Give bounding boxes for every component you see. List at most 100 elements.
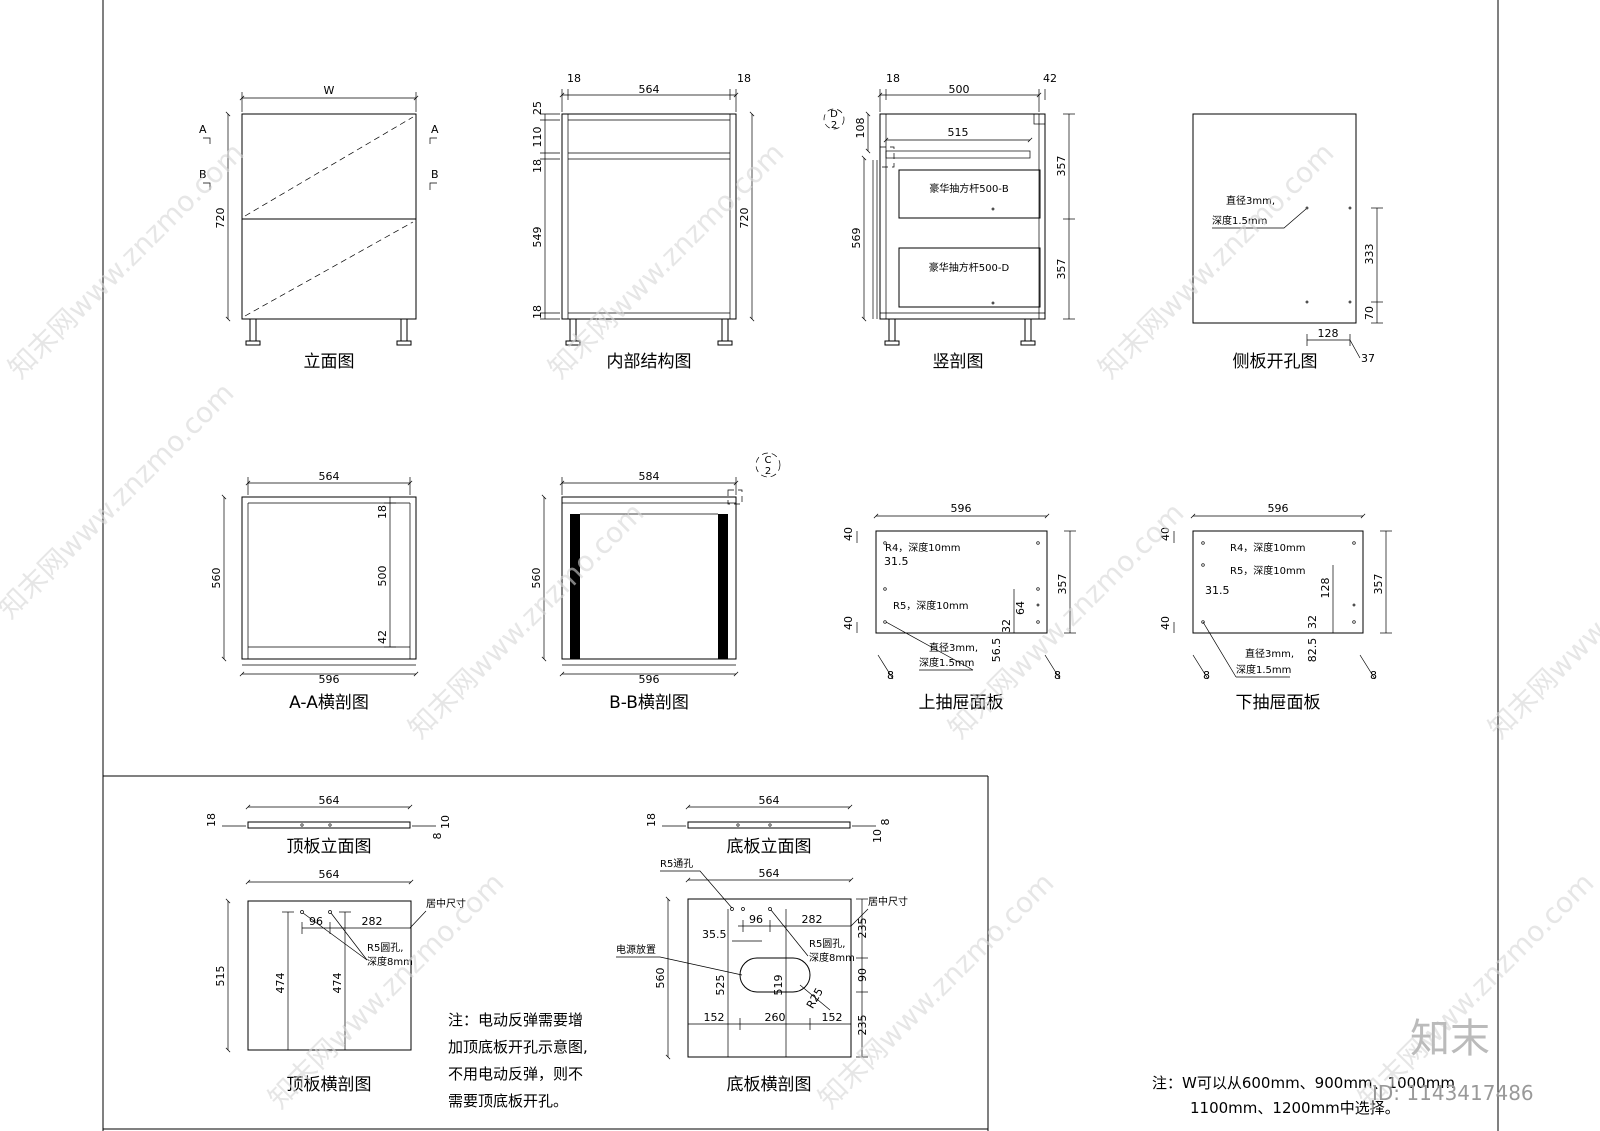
aa-outer-width-dim: 596 [319, 673, 340, 686]
note-electric-line-4: 需要顶底板开孔。 [448, 1092, 568, 1110]
internal-shelf-dim: 18 [531, 159, 544, 173]
top-plan-round-hole-label: R5圆孔, [367, 942, 404, 954]
caption-vsection: 竖剖图 [933, 352, 984, 372]
bottom-plan-slot-height-dim: 90 [856, 968, 869, 982]
upper-r4-label: R4，深度10mm [885, 541, 961, 554]
upper-left-edge-dim: 8 [887, 669, 894, 682]
upper-handle-dim: 64 [1014, 601, 1027, 615]
bottom-plan-width-dim: 564 [759, 867, 780, 880]
detail-mark-c-num: 2 [765, 466, 771, 477]
bottom-elev-hole-depth-dim: 10 [871, 829, 884, 843]
side-hole-bottom-dim: 70 [1363, 306, 1376, 320]
top-elev-thickness-dim: 18 [205, 813, 218, 827]
detail-mark-d: D [830, 109, 838, 120]
elevation-width-dim: W [324, 84, 335, 97]
note-electric-line-3: 不用电动反弹，则不 [448, 1065, 583, 1083]
watermark-id: ID: 1143417486 [1372, 1081, 1534, 1105]
side-hole-edge-dim: 37 [1361, 352, 1375, 365]
top-plan-hole-offset-dim: 282 [362, 915, 383, 928]
lower-handle-dim: 128 [1319, 578, 1332, 599]
bottom-plan-top-margin-dim: 235 [856, 918, 869, 939]
aa-inner-width-dim: 564 [319, 470, 340, 483]
watermark-brand-logo: 知末 [1410, 1016, 1490, 1062]
section-aa-view: 564 560 18 500 42 596 A-A横剖图 [210, 470, 419, 713]
top-panel-elevation-view: 564 18 10 8 顶板立面图 [205, 794, 452, 857]
upper-edge-offset-dim: 31.5 [884, 555, 909, 568]
note-electric-line-1: 注：电动反弹需要增 [448, 1011, 583, 1029]
sheet-frame [102, 0, 1499, 1131]
bottom-plan-depth-dim: 560 [654, 968, 667, 989]
caption-side: 侧板开孔图 [1233, 352, 1318, 372]
caption-top-elev: 顶板立面图 [287, 837, 372, 857]
electric-rebound-note: 注：电动反弹需要增 加顶底板开孔示意图, 不用电动反弹，则不 需要顶底板开孔。 [448, 1011, 588, 1110]
note-width-line-2: 1100mm、1200mm中选择。 [1190, 1099, 1400, 1117]
side-panel-holes-view: 直径3mm, 深度1.5mm 333 70 128 37 侧板开孔图 [1192, 113, 1383, 372]
upper-bottom-hole-dim: 40 [842, 616, 855, 630]
bottom-elev-offset-dim: 8 [879, 819, 892, 826]
aa-depth-dim: 560 [210, 568, 223, 589]
bottom-plan-hole-spacing-dim: 96 [749, 913, 763, 926]
upper-right-edge-dim: 8 [1054, 669, 1061, 682]
lower-edge-offset-dim: 31.5 [1205, 584, 1230, 597]
lower-height-dim: 357 [1372, 574, 1385, 595]
internal-structure-view: 18 564 18 25 110 18 549 18 720 内部结构图 [531, 72, 755, 372]
bottom-plan-hole-offset-dim: 282 [802, 913, 823, 926]
lower-width-dim: 596 [1268, 502, 1289, 515]
upper-width-dim: 596 [951, 502, 972, 515]
lower-hole-diameter-label: 直径3mm, [1245, 647, 1294, 660]
side-hole-diameter-label: 直径3mm, [1226, 194, 1275, 207]
vsection-lower-drawer-dim: 357 [1055, 259, 1068, 280]
lower-handle-offset-dim: 82.5 [1306, 638, 1319, 663]
bottom-plan-bottom-margin-dim: 235 [856, 1015, 869, 1036]
section-mark-b-left: B [199, 168, 207, 181]
section-mark-a-left: A [199, 123, 207, 136]
watermark-text: 知末网www.znzmo.com [2, 136, 251, 385]
top-elev-hole-depth-dim: 10 [439, 815, 452, 829]
top-elev-offset-dim: 8 [431, 833, 444, 840]
top-plan-center-label: 居中尺寸 [426, 897, 466, 910]
caption-bottom-elev: 底板立面图 [727, 837, 812, 857]
watermark-text: 知末网www.znzmo.com [812, 866, 1061, 1115]
top-plan-hole-depth-a-dim: 474 [274, 973, 287, 994]
upper-hole-diameter-label: 直径3mm, [929, 641, 978, 654]
bottom-plan-hole-depth-b-dim: 519 [772, 975, 785, 996]
lower-left-edge-dim: 8 [1203, 669, 1210, 682]
vsection-front-dim: 18 [886, 72, 900, 85]
note-electric-line-2: 加顶底板开孔示意图, [448, 1038, 588, 1056]
bb-depth-dim: 560 [530, 568, 543, 589]
vsection-upper-drawer-dim: 357 [1055, 156, 1068, 177]
drawer-rail-d-label: 豪华抽方杆500-D [929, 261, 1010, 274]
top-plan-width-dim: 564 [319, 868, 340, 881]
watermark-text: 知末网www.znzmo.com [1482, 496, 1600, 745]
bottom-plan-through-hole-label: R5通孔 [660, 858, 693, 870]
section-mark-a-right: A [431, 123, 439, 136]
aa-front-dim: 18 [376, 505, 389, 519]
lower-right-edge-dim: 8 [1370, 669, 1377, 682]
internal-top-gap-dim: 110 [531, 127, 544, 148]
top-plan-hole-depth-b-dim: 474 [331, 973, 344, 994]
caption-top-plan: 顶板横剖图 [287, 1075, 372, 1095]
caption-bb: B-B横剖图 [609, 693, 689, 713]
top-elev-width-dim: 564 [319, 794, 340, 807]
upper-height-dim: 357 [1056, 574, 1069, 595]
side-hole-depth-label: 深度1.5mm [1212, 214, 1267, 227]
elevation-height-dim: 720 [214, 208, 227, 229]
vsection-shelf-depth-dim: 515 [948, 126, 969, 139]
bottom-elev-width-dim: 564 [759, 794, 780, 807]
section-mark-b-right: B [431, 168, 439, 181]
lower-r5-label: R5，深度10mm [1230, 564, 1306, 577]
lower-hole-depth-label: 深度1.5mm [1236, 663, 1291, 676]
upper-handle-spacing-dim: 32 [1000, 619, 1013, 633]
lower-bottom-hole-dim: 40 [1159, 616, 1172, 630]
caption-upper: 上抽屉面板 [919, 693, 1004, 713]
bb-width-dim: 584 [639, 470, 660, 483]
bb-outer-width-dim: 596 [639, 673, 660, 686]
top-plan-depth-dim: 515 [214, 966, 227, 987]
internal-top-rail-dim: 25 [531, 101, 544, 115]
internal-height-dim: 720 [738, 208, 751, 229]
upper-drawer-panel-view: 596 R4，深度10mm R5，深度10mm 31.5 40 40 357 6… [842, 502, 1076, 713]
watermark-text: 知末网www.znzmo.com [0, 376, 240, 625]
caption-elevation: 立面图 [304, 352, 355, 372]
lower-handle-spacing-dim: 32 [1306, 615, 1319, 629]
